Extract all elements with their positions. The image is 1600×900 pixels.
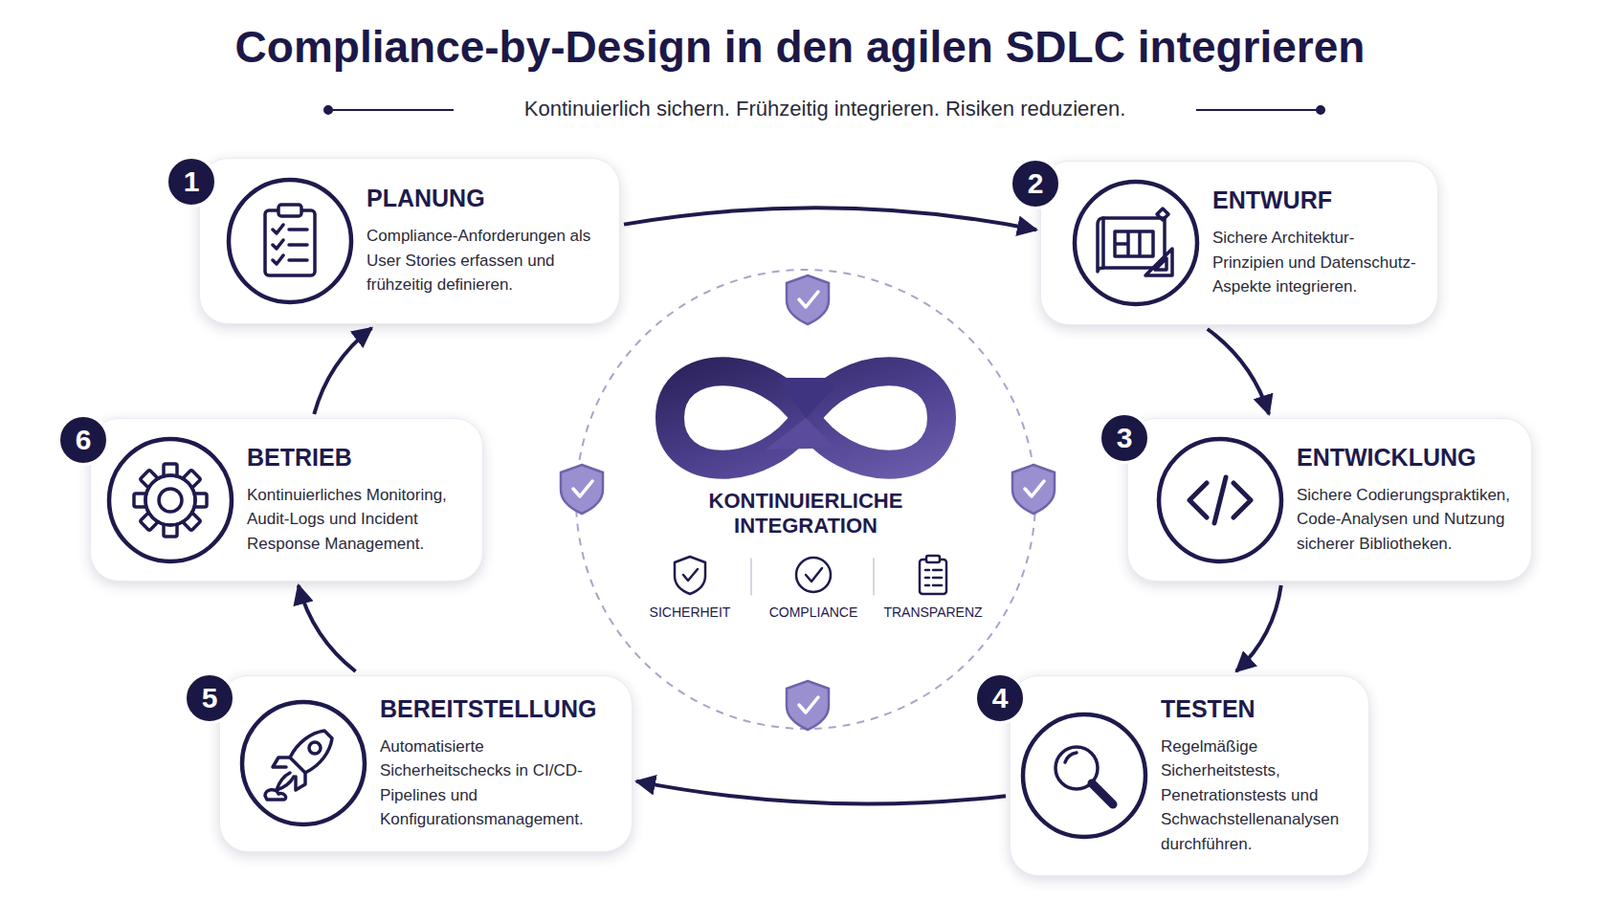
phase-card: BEREITSTELLUNG Automatisierte Sicherheits…	[219, 675, 633, 853]
callout-number: 4	[974, 672, 1026, 725]
phase-heading: ENTWICKLUNG	[1296, 444, 1516, 472]
phase-description: Sichere Codierungspraktiken, Code-Analys…	[1296, 483, 1516, 557]
phase-card: PLANUNG Compliance-Anforderungen als User…	[199, 157, 621, 325]
dashed-ring	[576, 269, 1036, 730]
page-title: Compliance-by-Design in den agilen SDLC …	[0, 21, 1600, 73]
flow-arrow	[623, 207, 1037, 230]
flow-arrow	[636, 781, 1006, 805]
callout-number: 1	[165, 155, 218, 208]
phase-card: ENTWURF Sichere Architektur-Prinzipien un…	[1040, 160, 1439, 326]
pillar-label: COMPLIANCE	[755, 604, 871, 622]
phase-icon	[1153, 433, 1288, 568]
phase-heading: BEREITSTELLUNG	[379, 695, 617, 724]
callout-number: 2	[1009, 157, 1062, 210]
phase-description: Regelmäßige Sicherheitstests, Penetratio…	[1160, 734, 1354, 858]
phase-description: Sichere Architektur-Prinzipien und Daten…	[1212, 225, 1423, 300]
phase-icon	[1068, 176, 1203, 311]
infinity-symbol	[669, 371, 942, 466]
phase-description: Kontinuierliches Monitoring, Audit-Logs …	[246, 483, 467, 557]
callout-number: 5	[183, 672, 236, 725]
phase-description: Compliance-Anforderungen als User Storie…	[366, 223, 604, 298]
phase-icon	[1017, 709, 1152, 844]
flow-arrow	[313, 328, 372, 415]
center-title: KONTINUIERLICHE INTEGRATION	[681, 488, 931, 540]
flow-arrow	[1236, 585, 1282, 672]
callout-number: 3	[1098, 412, 1151, 465]
pillar-label: TRANSPARENZ	[875, 604, 991, 622]
phase-heading: BETRIEB	[246, 444, 467, 472]
phase-heading: ENTWURF	[1212, 186, 1423, 215]
phase-card: TESTEN Regelmäßige Sicherheitstests, Pene…	[1009, 675, 1370, 877]
phase-heading: TESTEN	[1160, 695, 1354, 724]
callout-number: 6	[57, 414, 110, 467]
phase-icon	[236, 696, 371, 831]
pillar-icons	[674, 555, 947, 596]
pillar-label: SICHERHEIT	[632, 604, 748, 622]
phase-heading: PLANUNG	[366, 184, 604, 213]
phase-icon	[222, 174, 357, 309]
phase-card: ENTWICKLUNG Sichere Codierungspraktiken, …	[1127, 418, 1533, 582]
flow-arrow	[1207, 329, 1269, 415]
shield-icons	[560, 275, 1055, 731]
center-circle: KONTINUIERLICHE INTEGRATION SICHERHEIT COM…	[576, 269, 1036, 730]
phase-icon	[103, 433, 238, 568]
phase-card: BETRIEB Kontinuierliches Monitoring, Audi…	[89, 418, 484, 582]
page-subtitle: Kontinuierlich sichern. Frühzeitig integ…	[459, 96, 1191, 122]
phase-description: Automatisierte Sicherheitschecks in CI/C…	[379, 734, 617, 833]
flow-arrow	[298, 585, 356, 672]
